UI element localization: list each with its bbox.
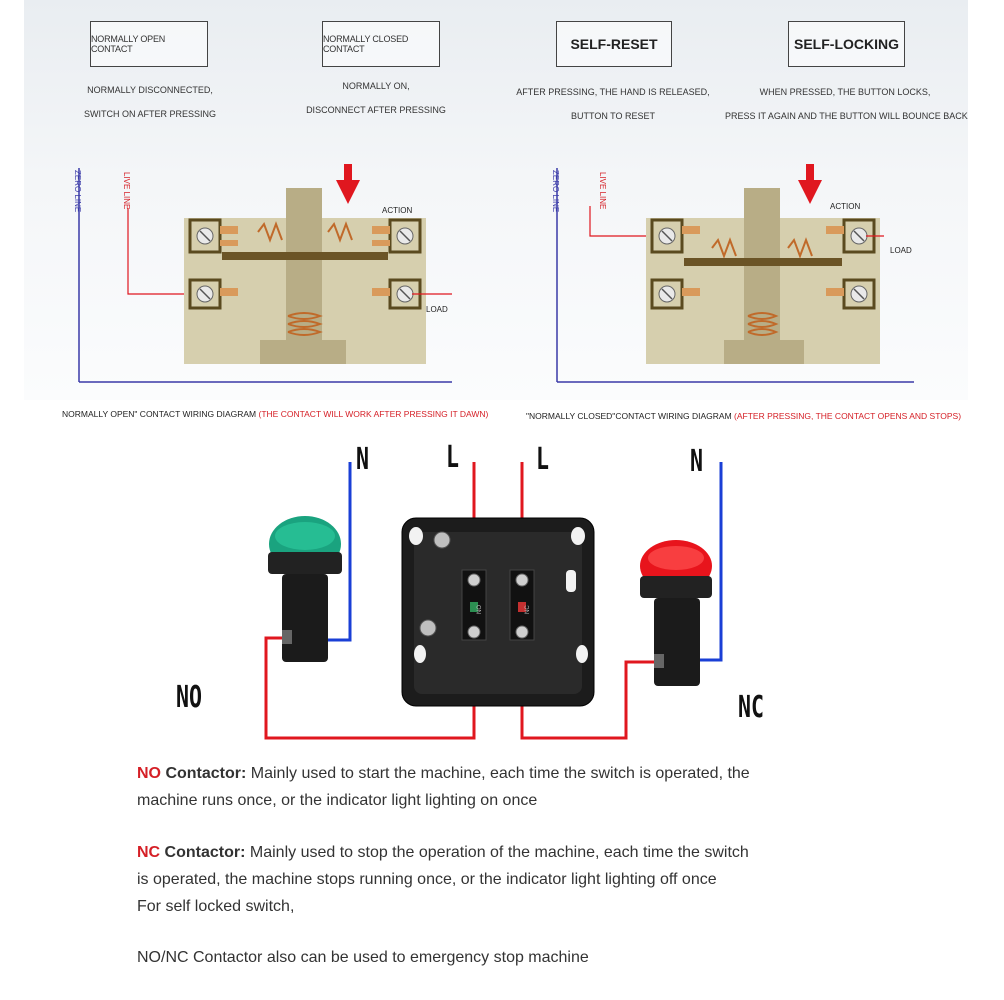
locking-description-line2: PRESS IT AGAIN AND THE BUTTON WILL BOUNC… — [725, 111, 968, 121]
live-label-right: L — [536, 442, 550, 477]
neutral-label-right: N — [690, 444, 704, 479]
nc-description-line2: DISCONNECT AFTER PRESSING — [306, 105, 446, 115]
no-text1: Mainly used to start the machine, each t… — [246, 765, 750, 782]
no-contactor-line2: machine runs once, or the indicator ligh… — [137, 792, 538, 809]
self-reset-box: SELF-RESET — [556, 21, 672, 67]
zero-line-label: ZERO LINE — [73, 170, 82, 212]
load-label: LOAD — [890, 246, 912, 255]
normally-closed-wiring-diagram: ZERO LINE LIVE LINE LOAD ACTION — [551, 164, 914, 383]
nc-description: NORMALLY ON, DISCONNECT AFTER PRESSING — [296, 80, 456, 116]
nc-text1: Mainly used to stop the operation of the… — [245, 844, 749, 861]
no-contactor-line1: NO Contactor: Mainly used to start the m… — [137, 760, 750, 787]
locking-description: WHEN PRESSED, THE BUTTON LOCKS, PRESS IT… — [725, 86, 968, 122]
normally-open-contact-box: NORMALLY OPEN CONTACT — [90, 21, 208, 67]
live-line-label: LIVE LINE — [598, 172, 607, 209]
nc-contactor-line2: is operated, the machine stops running o… — [137, 871, 717, 888]
zero-line-label: ZERO LINE — [551, 170, 560, 212]
neutral-label-left: N — [356, 442, 370, 477]
no-description: NORMALLY DISCONNECTED, SWITCH ON AFTER P… — [70, 84, 230, 120]
normally-open-wiring-diagram: ZERO LINE LIVE LINE LOAD ACTION — [73, 164, 452, 383]
locking-description-line1: WHEN PRESSED, THE BUTTON LOCKS, — [759, 87, 931, 97]
self-locking-box: SELF-LOCKING — [788, 21, 905, 67]
normally-open-caption-text: NORMALLY OPEN" CONTACT WIRING DIAGRAM — [62, 409, 259, 419]
normally-open-caption-note: (THE CONTACT WILL WORK AFTER PRESSING IT… — [258, 409, 489, 419]
live-label-left: L — [446, 440, 460, 475]
contact-block-nc-code: NC — [525, 605, 531, 614]
no-contactor-note: NO Contactor: Mainly used to start the m… — [137, 760, 750, 814]
no-key: NO — [137, 765, 161, 782]
reset-description-line2: BUTTON TO RESET — [570, 111, 655, 121]
no-description-line1: NORMALLY DISCONNECTED, — [87, 85, 213, 95]
action-label: ACTION — [830, 202, 860, 211]
normally-closed-caption: "NORMALLY CLOSED"CONTACT WIRING DIAGRAM … — [526, 411, 961, 421]
reset-description: AFTER PRESSING, THE HAND IS RELEASED, BU… — [513, 86, 713, 122]
no-title: Contactor: — [161, 765, 247, 782]
wiring-illustration: NO NC — [264, 462, 723, 740]
contact-block-no-code: NO — [477, 605, 483, 614]
no-label: NO — [176, 680, 203, 715]
normally-open-caption: NORMALLY OPEN" CONTACT WIRING DIAGRAM (T… — [62, 409, 488, 419]
live-line-label: LIVE LINE — [122, 172, 131, 209]
nc-contactor-line1: NC Contactor: Mainly used to stop the op… — [137, 839, 749, 866]
nc-contactor-note: NC Contactor: Mainly used to stop the op… — [137, 839, 749, 920]
nc-key: NC — [137, 844, 161, 861]
load-label: LOAD — [426, 305, 448, 314]
nc-label: NC — [738, 690, 765, 725]
nc-title: Contactor: — [160, 844, 246, 861]
reset-description-line1: AFTER PRESSING, THE HAND IS RELEASED, — [516, 87, 710, 97]
normally-closed-caption-note: (AFTER PRESSING, THE CONTACT OPENS AND S… — [734, 411, 962, 421]
no-description-line2: SWITCH ON AFTER PRESSING — [83, 109, 216, 119]
action-label: ACTION — [382, 206, 412, 215]
normally-closed-caption-text: "NORMALLY CLOSED"CONTACT WIRING DIAGRAM — [526, 411, 735, 421]
nc-description-line1: NORMALLY ON, — [342, 81, 410, 91]
normally-closed-contact-box: NORMALLY CLOSED CONTACT — [322, 21, 440, 67]
nc-contactor-line3: For self locked switch, — [137, 898, 295, 915]
emergency-stop-note: NO/NC Contactor also can be used to emer… — [137, 949, 589, 966]
